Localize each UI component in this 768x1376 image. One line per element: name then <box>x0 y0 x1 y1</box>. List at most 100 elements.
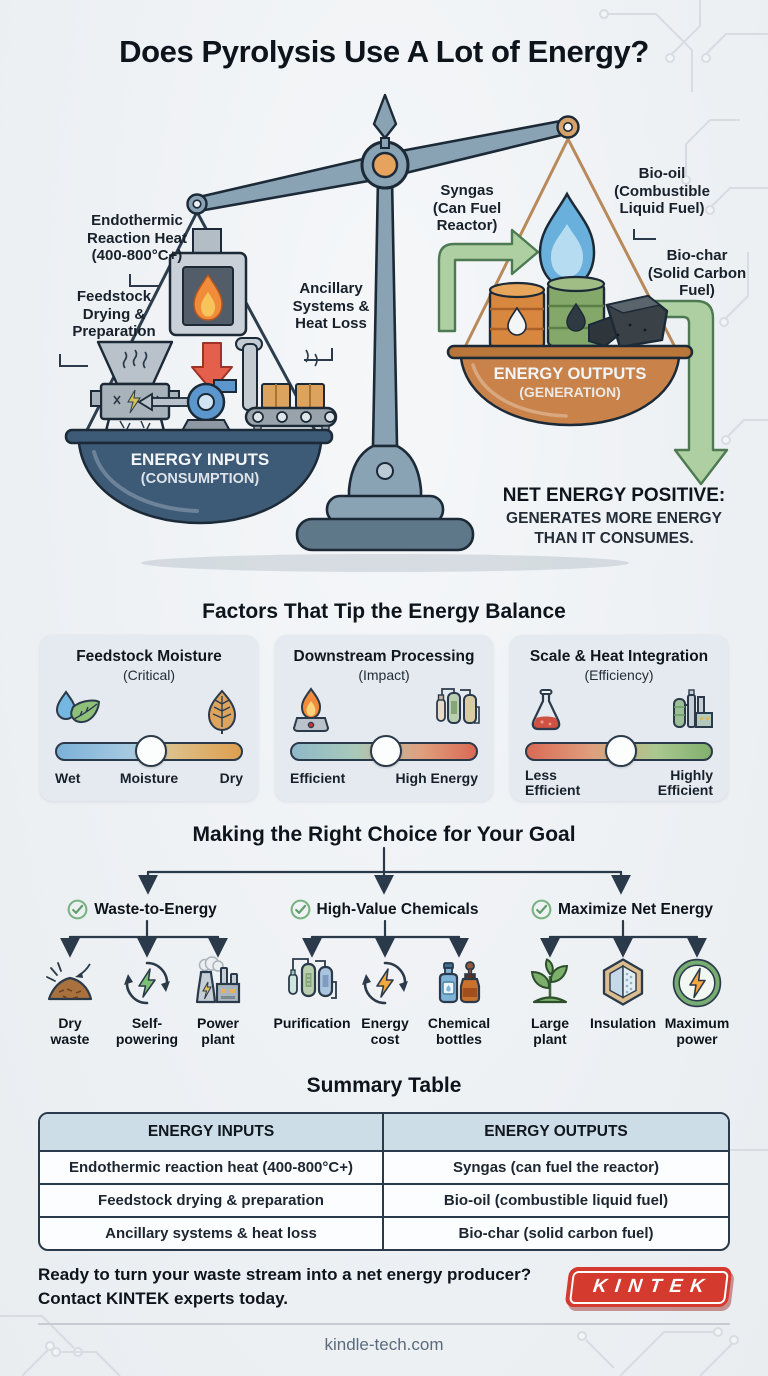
item-label: Energy cost <box>361 1015 409 1048</box>
card-subtitle: (Critical) <box>122 666 176 683</box>
table-cell: Ancillary systems & heat loss <box>40 1218 384 1249</box>
factors-heading: Factors That Tip the Energy Balance <box>202 600 566 623</box>
self-powering-icon <box>124 961 170 1005</box>
page-title: Does Pyrolysis Use A Lot of Energy? <box>119 34 649 69</box>
item-label: Power plant <box>196 1015 239 1048</box>
verdict-title: NET ENERGY POSITIVE: <box>502 485 726 506</box>
slider-label-efficient: Efficient <box>290 770 346 786</box>
dry-leaf-icon <box>207 689 237 734</box>
card-title: Feedstock Moisture <box>76 648 222 665</box>
table-cell: Syngas (can fuel the reactor) <box>453 1159 659 1176</box>
table-header-outputs: ENERGY OUTPUTS <box>384 1114 728 1150</box>
item-purification: Purification <box>266 956 358 1031</box>
choices-heading: Making the Right Choice for Your Goal <box>192 823 576 846</box>
check-icon <box>67 899 88 920</box>
table-row: Endothermic reaction heat (400-800°C+) S… <box>40 1150 728 1183</box>
conveyor-icon <box>235 337 338 433</box>
table-header-inputs: ENERGY INPUTS <box>40 1114 384 1150</box>
table-cell: Bio-oil (combustible liquid fuel) <box>443 1192 669 1209</box>
balance-scale-icon <box>59 93 729 572</box>
card-title: Scale & Heat Integration <box>529 648 709 665</box>
item-large-plant: Large plant <box>504 956 596 1047</box>
scale-beam <box>186 93 580 215</box>
item-chemical-bottles: Chemical bottles <box>413 956 505 1047</box>
check-icon <box>531 899 552 920</box>
goal-label: Waste-to-Energy <box>94 900 217 918</box>
energy-inputs-pan <box>64 428 334 525</box>
scale-slider-knob <box>605 735 637 767</box>
purification-icon <box>288 958 337 999</box>
website-url: kindle-tech.com <box>324 1335 444 1354</box>
bio-char-icon <box>588 294 669 349</box>
energy-outputs-pan <box>446 344 694 427</box>
footer-cta-text: Ready to turn your waste stream into a n… <box>38 1265 532 1309</box>
goal-maximize-net-energy: Maximize Net Energy <box>512 899 732 920</box>
table-row: Feedstock drying & preparation Bio-oil (… <box>40 1183 728 1216</box>
inputs-bowl-subtitle: (CONSUMPTION) <box>140 471 260 487</box>
item-label: Insulation <box>589 1015 657 1031</box>
refinery-icon <box>673 689 713 728</box>
dry-waste-icon <box>46 962 93 1001</box>
label-bio-char: Bio-char (Solid Carbon Fuel) <box>647 247 747 300</box>
factor-card-feedstock-moisture: Feedstock Moisture (Critical) Wet Moistu… <box>40 635 258 801</box>
outputs-bowl-subtitle: (GENERATION) <box>519 384 621 400</box>
chemical-bottles-icon <box>438 961 481 1004</box>
outputs-bowl-title: ENERGY OUTPUTS <box>493 365 647 383</box>
item-label: Dry waste <box>50 1015 90 1048</box>
factor-card-scale-heat-integration: Scale & Heat Integration (Efficiency) Le… <box>510 635 728 801</box>
item-power-plant: Power plant <box>172 956 264 1047</box>
moisture-slider-knob <box>135 735 167 767</box>
net-energy-down-arrow-icon <box>650 299 729 486</box>
item-label: Self- powering <box>115 1015 179 1048</box>
card-title: Downstream Processing <box>293 648 475 665</box>
label-feedstock-drying: Feedstock Drying & Preparation <box>72 288 156 341</box>
power-plant-icon <box>195 956 241 1004</box>
item-dry-waste: Dry waste <box>24 956 116 1047</box>
kintek-logo: KINTEK <box>564 1267 733 1307</box>
label-endothermic-heat: Endothermic Reaction Heat (400-800°C+) <box>86 212 188 265</box>
slider-label-high-energy: High Energy <box>395 770 478 786</box>
scale-shadow <box>141 554 629 572</box>
large-plant-icon <box>530 958 569 1004</box>
item-energy-cost: Energy cost <box>339 956 431 1047</box>
bio-oil-barrel-icon <box>488 281 546 350</box>
label-ancillary-systems: Ancillary Systems & Heat Loss <box>292 280 370 333</box>
syngas-recycle-arrow-icon <box>437 228 540 333</box>
footer-divider <box>38 1323 730 1325</box>
label-syngas: Syngas (Can Fuel Reactor) <box>432 182 502 235</box>
wet-leaf-icon <box>55 690 101 724</box>
label-connectors <box>59 229 656 367</box>
flask-icon <box>531 689 561 731</box>
grinder-icon <box>90 340 180 432</box>
slider-label-moisture: Moisture <box>119 770 179 786</box>
item-label: Purification <box>273 1015 351 1031</box>
processing-slider-knob <box>370 735 402 767</box>
goal-label: Maximize Net Energy <box>557 900 714 918</box>
energy-cost-icon <box>362 961 408 1005</box>
insulation-icon <box>602 958 644 1006</box>
burner-flame-icon <box>292 687 330 732</box>
kintek-logo-text: KINTEK <box>591 1276 714 1297</box>
furnace-icon <box>168 228 248 337</box>
card-subtitle: (Impact) <box>358 666 410 683</box>
item-insulation: Insulation <box>577 956 669 1031</box>
table-cell: Feedstock drying & preparation <box>40 1185 384 1216</box>
item-self-powering: Self- powering <box>101 956 193 1047</box>
table-header-row: ENERGY INPUTS ENERGY OUTPUTS <box>40 1114 728 1150</box>
goal-waste-to-energy: Waste-to-Energy <box>32 899 252 920</box>
item-label: Maximum power <box>664 1015 730 1048</box>
check-icon <box>290 899 310 920</box>
slider-label-less-efficient: Less Efficient <box>525 767 581 799</box>
factor-card-downstream-processing: Downstream Processing (Impact) Efficient… <box>275 635 493 801</box>
item-label: Large plant <box>530 1015 570 1048</box>
inputs-bowl-title: ENERGY INPUTS <box>130 450 270 469</box>
choice-tree-connectors <box>60 846 707 958</box>
summary-heading: Summary Table <box>306 1074 462 1097</box>
label-bio-oil: Bio-oil (Combustible Liquid Fuel) <box>614 165 710 218</box>
goal-high-value-chemicals: High-Value Chemicals <box>274 899 494 920</box>
blue-flame-icon <box>538 191 596 289</box>
slider-label-dry: Dry <box>219 770 243 786</box>
summary-table: ENERGY INPUTS ENERGY OUTPUTS Endothermic… <box>38 1112 730 1251</box>
table-cell: Bio-char (solid carbon fuel) <box>458 1225 654 1242</box>
